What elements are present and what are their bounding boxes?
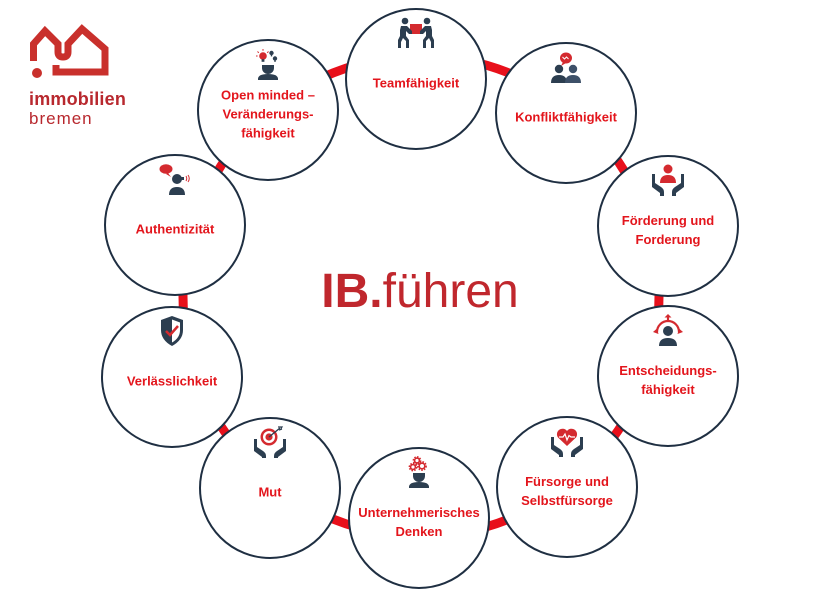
conflict-people-icon (551, 52, 581, 83)
competency-entscheidung: Entscheidungs- fähigkeit (597, 305, 739, 447)
page-title: IB.führen (0, 268, 840, 316)
ideas-head-icon (256, 49, 278, 80)
title-suffix: führen (382, 265, 519, 318)
competency-label: Konfliktfähigkeit (515, 109, 617, 125)
logo-name-line2: bremen (29, 109, 93, 128)
competency-label: Entscheidungs- fähigkeit (619, 363, 717, 397)
competency-label: Verlässlichkeit (126, 373, 218, 389)
heart-in-hands-icon (551, 428, 583, 457)
competency-label: Mut (258, 484, 282, 500)
competency-fuersorge: Fürsorge und Selbstfürsorge (496, 416, 638, 558)
competency-label: Teamfähigkeit (372, 75, 460, 91)
house-logo-icon (30, 24, 109, 78)
title-prefix: IB. (321, 265, 383, 318)
competency-mut: Mut (199, 417, 341, 559)
competency-label: Authentizität (135, 221, 215, 237)
speaking-person-icon (159, 164, 190, 195)
shield-check-icon (161, 316, 183, 346)
competency-verlaesslichkeit: Verlässlichkeit (101, 306, 243, 448)
target-in-hands-icon (254, 426, 286, 458)
competency-authentizitaet: Authentizität (104, 154, 246, 296)
competency-label: Fürsorge und Selbstfürsorge (521, 474, 613, 508)
competency-label: Unternehmerisches Denken (358, 505, 480, 539)
competency-konfliktfaehigkeit: Konfliktfähigkeit (495, 42, 637, 184)
decision-arrows-icon (653, 314, 683, 346)
person-in-hands-icon (652, 164, 684, 196)
logo-name-line1: immobilien (29, 89, 127, 109)
competency-teamfaehigkeit: Teamfähigkeit (345, 8, 487, 150)
competency-label: Förderung und Forderung (621, 213, 715, 247)
team-carry-icon (398, 17, 434, 48)
competency-open-minded: Open minded – Veränderungs- fähigkeit (197, 39, 339, 181)
gears-head-icon (408, 456, 429, 488)
competency-label: Open minded – Veränderungs- fähigkeit (221, 87, 315, 141)
competency-unternehmerisch: Unternehmerisches Denken (348, 447, 490, 589)
competency-foerderung: Förderung und Forderung (597, 155, 739, 297)
